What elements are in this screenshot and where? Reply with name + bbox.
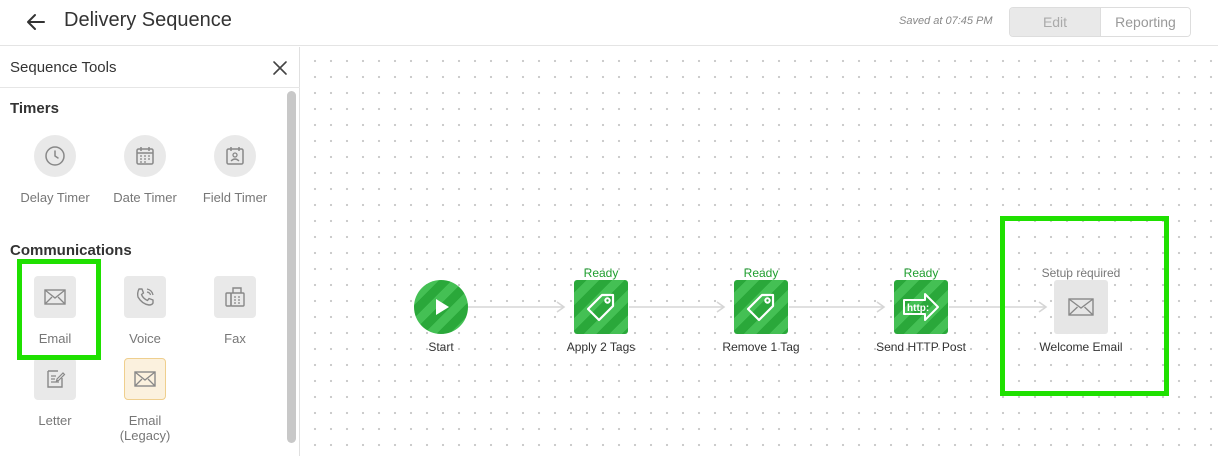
node-box: [734, 280, 788, 334]
tool-label: Fax: [224, 331, 246, 346]
envelope-icon: [1068, 298, 1094, 316]
section-timers-heading: Timers: [10, 100, 59, 117]
tool-field-timer[interactable]: Field Timer: [190, 135, 280, 205]
field-calendar-icon: [226, 147, 244, 165]
tool-delay-timer[interactable]: Delay Timer: [10, 135, 100, 205]
connector-arrow: [1038, 301, 1048, 313]
sequence-canvas[interactable]: Start Ready Apply 2 Tags Ready Remove 1 …: [301, 47, 1218, 456]
calendar-icon: [136, 147, 154, 165]
flow-node-start[interactable]: Start: [391, 266, 491, 354]
tool-label: Delay Timer: [20, 190, 90, 205]
tool-label: Field Timer: [202, 190, 268, 205]
node-label: Remove 1 Tag: [722, 340, 800, 354]
play-icon: [436, 299, 449, 315]
node-status: [391, 266, 491, 280]
node-status: Ready: [583, 266, 619, 280]
node-box: [1054, 280, 1108, 334]
flow-node-apply-tags[interactable]: Ready Apply 2 Tags: [541, 266, 661, 354]
letter-icon: [47, 370, 66, 388]
tool-voice[interactable]: Voice: [100, 276, 190, 346]
node-label: Start: [428, 340, 454, 354]
tool-icon-wrap: [124, 276, 166, 318]
page-title: Delivery Sequence: [64, 9, 232, 31]
tool-date-timer[interactable]: Date Timer: [100, 135, 190, 205]
svg-text:http:: http:: [907, 303, 929, 314]
tool-label: Letter: [38, 413, 72, 428]
section-communications-heading: Communications: [10, 242, 132, 259]
start-node-circle: [414, 280, 468, 334]
connector-arrow: [876, 301, 886, 313]
tool-email-legacy[interactable]: Email (Legacy): [100, 358, 190, 443]
flow-node-welcome-email[interactable]: Setup required Welcome Email: [1021, 266, 1141, 354]
node-label: Welcome Email: [1039, 340, 1123, 354]
tool-label: Date Timer: [113, 190, 177, 205]
tool-fax[interactable]: Fax: [190, 276, 280, 346]
clock-icon: [45, 146, 65, 166]
tool-letter[interactable]: Letter: [10, 358, 100, 428]
tool-icon-wrap: [34, 276, 76, 318]
flow-node-http-post[interactable]: Ready http: Send HTTP Post: [861, 266, 981, 354]
node-label: Send HTTP Post: [876, 340, 966, 354]
tag-icon: [586, 293, 615, 322]
tool-label: Voice: [129, 331, 161, 346]
sequence-tools-panel: Sequence Tools Timers Delay Timer Date T…: [0, 47, 300, 456]
node-status: Ready: [743, 266, 779, 280]
tag-icon: [746, 293, 775, 322]
arrow-left-icon: [27, 14, 45, 30]
welcome-email-highlight: [1000, 216, 1169, 396]
phone-icon: [136, 288, 154, 306]
http-arrow-icon: http:: [903, 293, 939, 321]
email-tool-highlight: [17, 259, 101, 360]
panel-scrollbar[interactable]: [287, 91, 296, 443]
tool-label: Email (Legacy): [119, 413, 171, 443]
tool-icon-wrap: [214, 276, 256, 318]
close-icon: [273, 61, 287, 75]
close-panel-button[interactable]: [270, 58, 290, 78]
back-button[interactable]: [22, 9, 50, 35]
node-box: [574, 280, 628, 334]
flow-connectors: [468, 301, 1048, 313]
saved-status: Saved at 07:45 PM: [899, 15, 993, 27]
panel-title: Sequence Tools: [10, 59, 117, 76]
fax-icon: [225, 287, 245, 307]
envelope-legacy-icon: [134, 371, 156, 387]
node-box: http:: [894, 280, 948, 334]
tool-icon-wrap: [34, 135, 76, 177]
node-status: Ready: [903, 266, 939, 280]
tool-icon-wrap: [124, 135, 166, 177]
tab-reporting[interactable]: Reporting: [1100, 8, 1190, 36]
tool-icon-wrap: [214, 135, 256, 177]
flow-node-remove-tag[interactable]: Ready Remove 1 Tag: [701, 266, 821, 354]
tool-icon-wrap: [34, 358, 76, 400]
tool-label: Email: [38, 331, 72, 346]
connector-arrow: [556, 301, 566, 313]
node-status: Setup required: [1041, 266, 1121, 280]
view-toggle: Edit Reporting: [1009, 7, 1191, 37]
tool-icon-wrap: [124, 358, 166, 400]
panel-header: Sequence Tools: [0, 47, 300, 88]
tab-edit[interactable]: Edit: [1010, 8, 1100, 36]
envelope-icon: [44, 289, 66, 305]
node-label: Apply 2 Tags: [566, 340, 636, 354]
connector-arrow: [716, 301, 726, 313]
tool-email[interactable]: Email: [10, 276, 100, 346]
top-header: Delivery Sequence Saved at 07:45 PM Edit…: [0, 0, 1218, 46]
